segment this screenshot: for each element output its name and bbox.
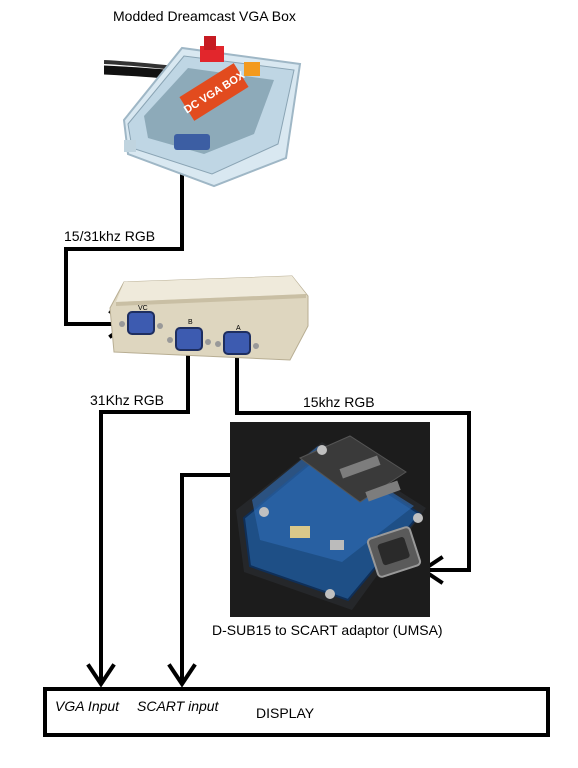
switch-box-photo: VC B A xyxy=(109,275,309,361)
switch-port-label: B xyxy=(188,319,193,326)
switch-port-label: VC xyxy=(138,305,148,312)
arrow-head-icon xyxy=(167,663,197,688)
switch-port-label: A xyxy=(236,325,241,332)
display-scart-input: SCART input xyxy=(137,698,219,714)
display-title: DISPLAY xyxy=(256,705,315,721)
diagram-title: Modded Dreamcast VGA Box xyxy=(113,8,296,24)
arrow-head-icon xyxy=(86,663,116,688)
label-switch-to-adaptor: 15khz RGB xyxy=(303,394,375,410)
display-box-frame xyxy=(43,687,550,737)
wire-switch-to-vga xyxy=(99,352,190,682)
adaptor-caption: D-SUB15 to SCART adaptor (UMSA) xyxy=(212,622,443,638)
wire-adaptor-to-scart xyxy=(180,473,230,682)
vga-box-photo: DC VGA BOX xyxy=(104,36,302,188)
display-vga-input: VGA Input xyxy=(55,698,120,714)
label-switch-to-display: 31Khz RGB xyxy=(90,392,164,408)
wire-switch-to-adaptor xyxy=(235,352,471,572)
wire-box-to-switch xyxy=(64,170,184,326)
adaptor-photo xyxy=(230,422,430,617)
label-box-to-switch: 15/31khz RGB xyxy=(64,228,156,244)
